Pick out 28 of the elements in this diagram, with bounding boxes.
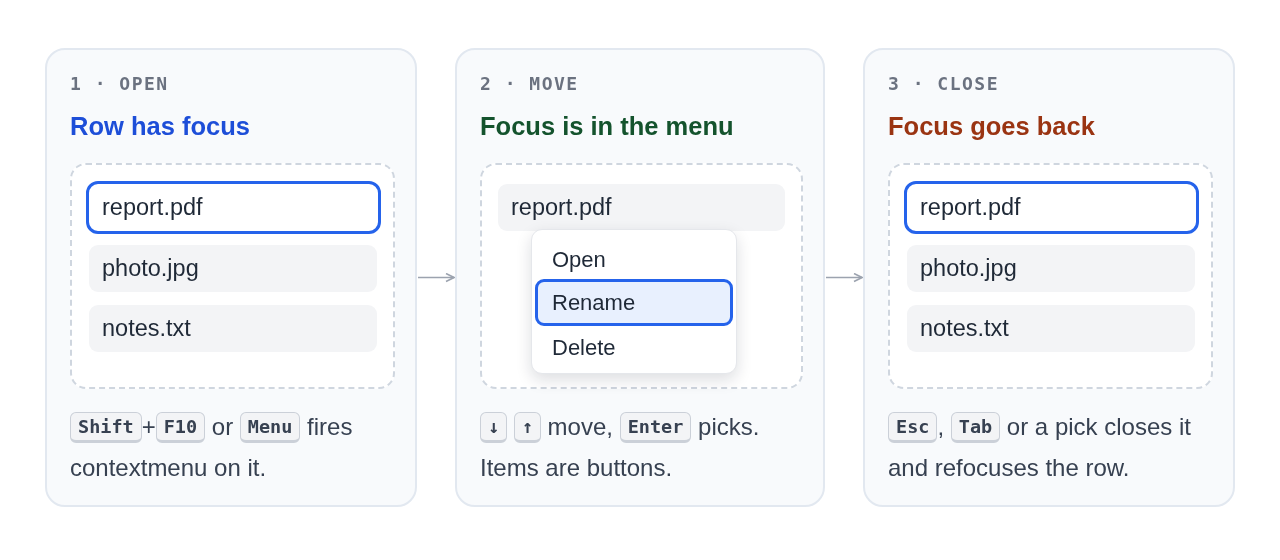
menu-item: Open (535, 241, 733, 279)
arrow (417, 272, 455, 283)
step-title: Focus is in the menu (480, 112, 734, 141)
step-card (45, 48, 417, 507)
step-title: Row has focus (70, 112, 250, 141)
context-menu (531, 229, 737, 374)
step-card (455, 48, 825, 507)
file-row: photo.jpg (89, 245, 377, 292)
step-description: Esc, Tab or a pick closes it and refocuses the row. (888, 411, 1192, 483)
step-card (863, 48, 1235, 507)
arrow (825, 272, 863, 283)
focused-menu-item: Rename (535, 279, 733, 326)
step-label: 1 · OPEN (70, 73, 169, 94)
menu-item: Delete (535, 329, 733, 367)
step-description: Shift+F10 or Menu fires contextmenu on it. (70, 411, 354, 483)
focused-file-row: report.pdf (86, 181, 381, 234)
file-row: photo.jpg (907, 245, 1195, 292)
file-list-area (888, 163, 1213, 389)
focused-file-row: report.pdf (904, 181, 1199, 234)
step-label: 3 · CLOSE (888, 73, 1000, 94)
file-row: notes.txt (907, 305, 1195, 352)
file-list-area (70, 163, 395, 389)
step-title: Focus goes back (888, 112, 1095, 141)
file-row: report.pdf (498, 184, 785, 231)
step-description: ↓ ↑ move, Enter picks. Items are buttons. (480, 411, 761, 483)
file-row: notes.txt (89, 305, 377, 352)
step-label: 2 · MOVE (480, 73, 579, 94)
file-list-area (480, 163, 803, 389)
